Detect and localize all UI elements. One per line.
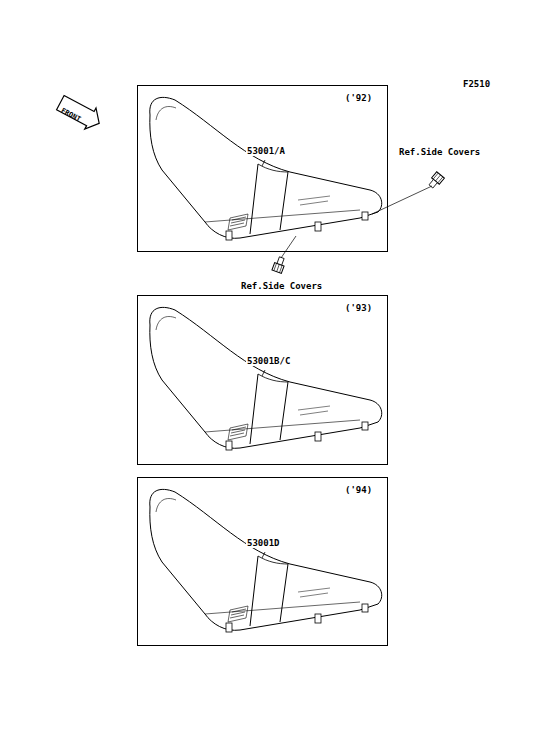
front-arrow (55, 92, 105, 134)
seat-94 (150, 489, 382, 632)
bolt (272, 256, 287, 274)
model-year: ('94) (344, 486, 373, 495)
model-year: ('93) (344, 304, 373, 313)
seat-92 (150, 97, 382, 240)
part-number: 53001D (246, 539, 281, 548)
part-number: 53001B/C (246, 357, 291, 366)
year-panel: ('93) 53001B/C (137, 295, 388, 465)
part-number: 53001/A (246, 147, 286, 156)
model-year: ('92) (344, 94, 373, 103)
leader-line (372, 186, 432, 214)
figure-number: F2510 (462, 80, 491, 89)
reference-note: Ref.Side Covers (240, 282, 323, 291)
leader-line (281, 236, 296, 258)
reference-note: Ref.Side Covers (398, 148, 481, 157)
seat-93 (150, 307, 382, 450)
year-panel: ('94) 53001D (137, 477, 388, 646)
year-panel: ('92) 53001/A (137, 85, 388, 252)
